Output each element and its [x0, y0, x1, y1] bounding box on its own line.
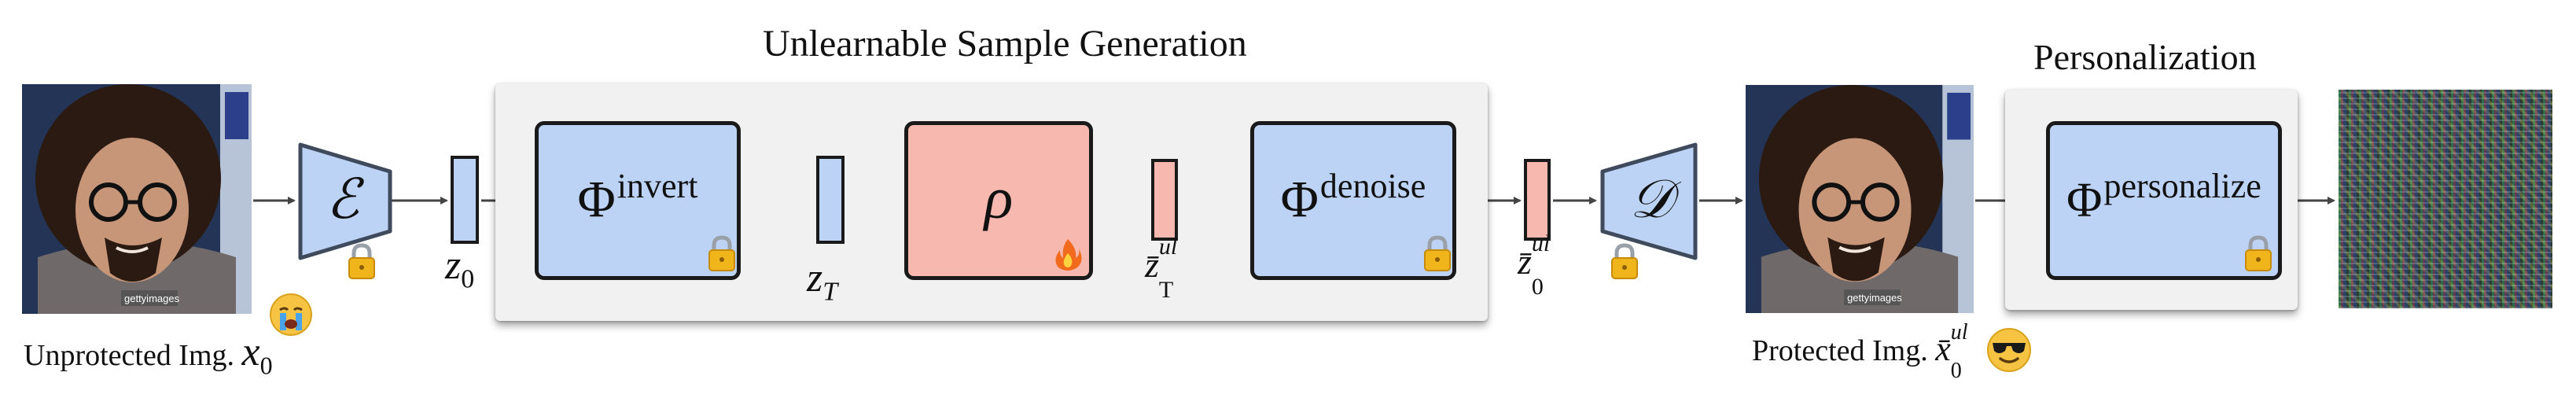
invert-module: Φinvert: [535, 121, 741, 280]
latent-zT-ul: [1151, 159, 1178, 241]
denoise-module: Φdenoise: [1250, 121, 1456, 280]
denoise-label: Φdenoise: [1280, 167, 1426, 229]
unprotected-caption-text: Unprotected Img.: [24, 339, 235, 372]
sunglasses-face-emoji: [1986, 327, 2032, 373]
decoder-module: 𝒟: [1599, 142, 1698, 261]
encoder-module: ℰ: [297, 142, 393, 261]
lock-icon: [1422, 234, 1453, 272]
invert-label: Φinvert: [577, 167, 698, 229]
unprotected-image: gettyimages: [22, 84, 252, 314]
unprotected-caption: Unprotected Img. x0: [24, 329, 273, 380]
protected-caption-text: Protected Img.: [1752, 334, 1928, 367]
photo-watermark: gettyimages: [124, 293, 180, 304]
rho-label: ρ: [984, 165, 1014, 231]
personalize-module: Φpersonalize: [2046, 121, 2282, 280]
protected-image: gettyimages: [1746, 84, 1974, 314]
generation-title: Unlearnable Sample Generation: [763, 23, 1247, 64]
latent-zT: [816, 156, 845, 244]
label-z0: z0: [445, 243, 475, 294]
photo-watermark: gettyimages: [1847, 292, 1902, 304]
decoder-label: 𝒟: [1629, 169, 1673, 229]
label-zT: zT: [807, 256, 838, 307]
personalize-label: Φpersonalize: [2066, 167, 2261, 228]
latent-z0: [451, 156, 479, 244]
crying-face-emoji: [269, 293, 313, 337]
rho-module: ρ: [904, 121, 1093, 280]
unprotected-var: x0: [241, 330, 273, 380]
lock-icon: [706, 234, 738, 272]
fire-icon: [1054, 238, 1082, 271]
noisy-output-image: [2339, 90, 2552, 308]
encoder-label: ℰ: [326, 170, 360, 230]
lock-icon: [1609, 242, 1640, 280]
lock-icon: [346, 242, 377, 280]
personalization-title: Personalization: [2033, 37, 2257, 77]
latent-z0-ul: [1524, 159, 1551, 241]
lock-icon: [2243, 234, 2274, 272]
